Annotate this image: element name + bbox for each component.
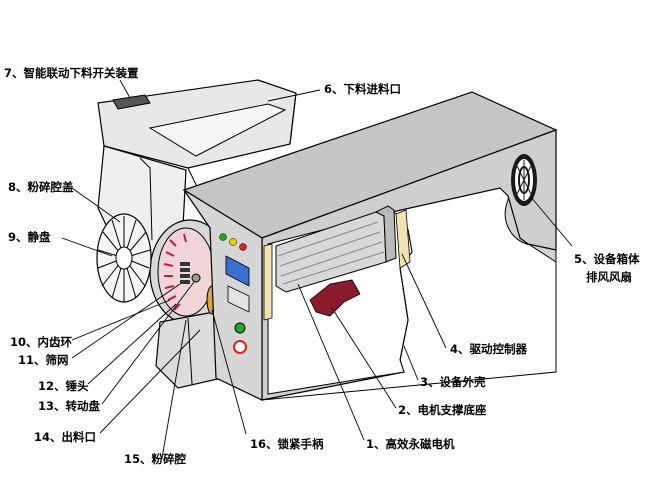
screen-mesh xyxy=(180,262,190,284)
label-11: 11、筛网 xyxy=(18,353,69,367)
label-16: 16、锁紧手柄 xyxy=(250,437,324,451)
feed-hopper xyxy=(97,79,297,194)
label-14: 14、出料口 xyxy=(34,430,96,444)
rotating-disc-hub xyxy=(191,273,201,283)
label-5a: 5、设备箱体 xyxy=(574,252,640,266)
control-panel xyxy=(219,233,250,354)
digital-display xyxy=(225,255,250,287)
label-5b: 排风风扇 xyxy=(586,270,632,284)
hopper-inner-slot xyxy=(148,103,287,157)
label-12: 12、锤头 xyxy=(38,379,89,393)
label-10: 10、内齿环 xyxy=(10,335,73,349)
lamp-green xyxy=(219,233,227,241)
motor-end-cap xyxy=(374,205,397,263)
crusher-body xyxy=(96,145,231,389)
discharge-chute xyxy=(155,311,223,389)
label-9: 9、静盘 xyxy=(8,230,51,244)
driver-controller xyxy=(395,209,411,269)
label-1: 1、高效永磁电机 xyxy=(366,437,455,451)
motor-base xyxy=(309,279,361,317)
exhaust-fan xyxy=(511,154,537,206)
label-13: 13、转动盘 xyxy=(38,399,101,413)
display-panel-box xyxy=(227,285,250,313)
stop-button xyxy=(233,340,247,354)
label-7: 7、智能联动下料开关装置 xyxy=(4,66,139,80)
start-button xyxy=(234,322,246,334)
lamp-red xyxy=(239,243,247,251)
label-4: 4、驱动控制器 xyxy=(450,342,528,356)
labels: 7、智能联动下料开关装置 6、下料进料口 8、粉碎腔盖 9、静盘 5、设备箱体 … xyxy=(4,66,640,466)
hammer-heads xyxy=(163,233,187,311)
label-8: 8、粉碎腔盖 xyxy=(8,180,74,194)
lamp-yellow xyxy=(229,238,237,246)
leader-lines xyxy=(61,79,573,459)
label-15: 15、粉碎腔 xyxy=(124,452,187,466)
driver-plate-left xyxy=(263,243,273,321)
label-3: 3、设备外壳 xyxy=(420,375,486,389)
interior-components xyxy=(263,205,411,321)
switch-device xyxy=(112,94,151,110)
label-6: 6、下料进料口 xyxy=(324,82,401,96)
label-2: 2、电机支撑底座 xyxy=(398,403,487,417)
